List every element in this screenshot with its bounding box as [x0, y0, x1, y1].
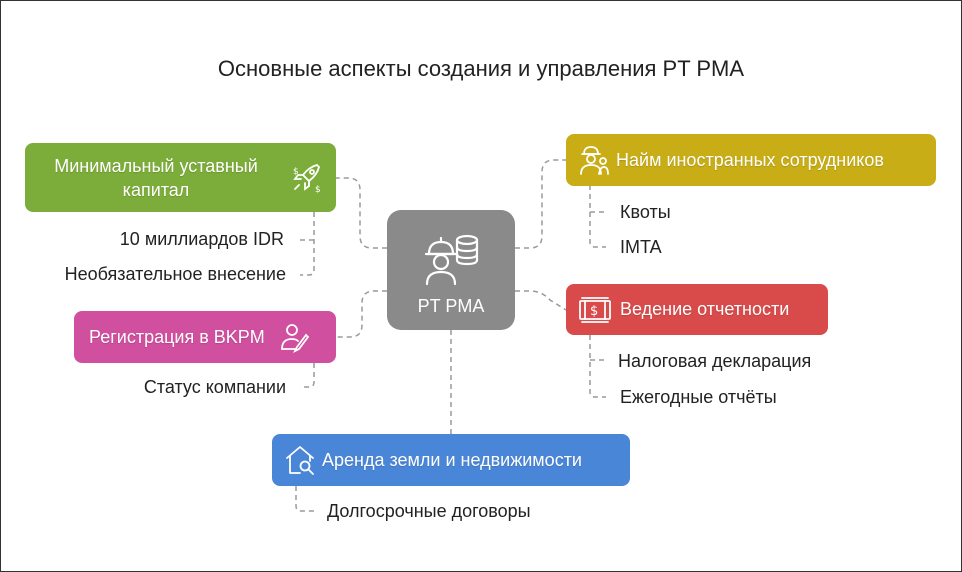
diagram-title: Основные аспекты создания и управления P… [217, 56, 745, 81]
hiring-item-1: Квоты [620, 202, 671, 222]
node-capital-label-line2: капитал [122, 179, 190, 200]
lease-item-1: Долгосрочные договоры [327, 501, 531, 521]
node-reporting: $ Ведение отчетности [566, 284, 828, 335]
house-search-icon [286, 446, 314, 475]
hiring-item-2: IMTA [620, 237, 662, 257]
person-pen-icon [280, 324, 310, 353]
svg-text:$: $ [315, 185, 321, 195]
node-hiring-label: Найм иностранных сотрудников [616, 149, 884, 170]
worker-database-icon [424, 234, 479, 286]
node-capital-label-line1: Минимальный уставный [54, 155, 258, 176]
node-registration-label: Регистрация в BKPM [89, 326, 265, 347]
capital-item-2: Необязательное внесение [64, 264, 286, 284]
node-capital: Минимальный уставный капитал $ $ [25, 143, 336, 212]
center-label: PT PMA [417, 296, 485, 316]
rocket-money-icon: $ $ [293, 163, 321, 195]
node-registration: Регистрация в BKPM [74, 311, 336, 363]
reporting-item-1: Налоговая декларация [618, 351, 812, 371]
money-stack-icon: $ [579, 296, 611, 323]
registration-item-1: Статус компании [143, 377, 286, 397]
capital-item-1: 10 миллиардов IDR [119, 229, 284, 249]
reporting-item-2: Ежегодные отчёты [620, 387, 777, 407]
center-node: PT PMA [387, 210, 515, 330]
svg-text:$: $ [590, 304, 598, 319]
node-reporting-label: Ведение отчетности [620, 299, 790, 319]
node-lease: Аренда земли и недвижимости [272, 434, 630, 486]
svg-text:$: $ [293, 167, 299, 177]
node-hiring: Найм иностранных сотрудников [566, 134, 936, 186]
workers-icon [580, 146, 609, 175]
node-lease-label: Аренда земли и недвижимости [322, 449, 582, 470]
